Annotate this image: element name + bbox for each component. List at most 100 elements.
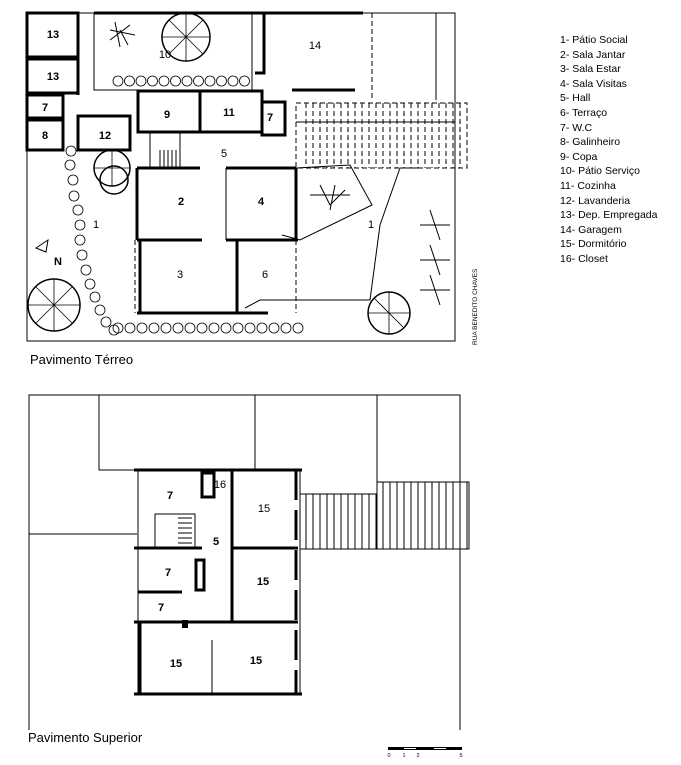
legend-item: 12- Lavanderia <box>560 194 631 207</box>
room-7-wc <box>25 93 65 120</box>
scale-bar: 0 1 2 5 <box>387 747 463 759</box>
legend-item: 16- Closet <box>560 252 608 265</box>
stepping-stone <box>72 204 84 216</box>
upper-boundary <box>28 394 461 730</box>
room-12 <box>76 114 132 152</box>
stepping-stone <box>268 322 280 334</box>
tree-icon <box>27 278 81 332</box>
stepping-stone <box>196 322 208 334</box>
street-label: RUA BENEDITO CHAVES <box>472 268 479 345</box>
svg-text:7: 7 <box>158 602 164 614</box>
svg-text:12: 12 <box>99 130 111 142</box>
stepping-stone <box>220 322 232 334</box>
svg-text:8: 8 <box>42 130 48 142</box>
upper-floor-plan: 7 16 15 5 7 15 7 15 15 <box>28 394 470 730</box>
svg-text:2: 2 <box>416 753 419 759</box>
legend-item: 6- Terraço <box>560 106 608 119</box>
room-16-closet <box>200 471 216 499</box>
legend-item: 8- Galinheiro <box>560 136 621 149</box>
stepping-stone <box>136 322 148 334</box>
svg-text:15: 15 <box>250 655 262 667</box>
svg-text:15: 15 <box>258 503 270 515</box>
svg-text:16: 16 <box>214 479 226 491</box>
stepping-stone <box>256 322 268 334</box>
stepping-stone <box>193 75 204 87</box>
legend-item: 3- Sala Estar <box>560 63 621 76</box>
stepping-stone <box>216 75 227 87</box>
stepping-stone <box>124 75 135 87</box>
plant-icon <box>109 21 450 306</box>
stepping-stone <box>160 322 172 334</box>
stepping-stone <box>64 159 76 171</box>
tree-icon <box>161 12 211 62</box>
legend-item: 1- Pátio Social <box>560 34 628 46</box>
legend: 1- Pátio Social 2- Sala Jantar 3- Sala E… <box>560 33 657 267</box>
svg-text:7: 7 <box>167 490 173 502</box>
svg-text:13: 13 <box>47 71 59 83</box>
legend-item: 9- Copa <box>560 150 598 163</box>
stepping-stone <box>67 174 79 186</box>
stepping-stone <box>172 322 184 334</box>
stepping-stone <box>74 219 86 231</box>
stepping-stone <box>112 322 124 334</box>
stepping-stone <box>244 322 256 334</box>
upper-staircase <box>154 513 196 549</box>
svg-text:2: 2 <box>178 196 184 208</box>
svg-text:14: 14 <box>309 40 321 52</box>
legend-item: 7- W.C <box>560 121 593 134</box>
svg-text:3: 3 <box>177 269 183 281</box>
svg-text:0: 0 <box>387 753 390 759</box>
stepping-stone <box>108 324 120 336</box>
svg-text:4: 4 <box>258 196 265 208</box>
svg-text:1: 1 <box>93 219 99 231</box>
ground-pergola <box>295 102 468 169</box>
svg-text:11: 11 <box>223 107 235 119</box>
svg-text:5: 5 <box>213 536 219 548</box>
legend-item: 4- Sala Visitas <box>560 77 627 90</box>
upper-floor-title: Pavimento Superior <box>28 730 143 745</box>
tree-icon <box>93 149 131 195</box>
legend-item: 15- Dormitório <box>560 238 627 251</box>
stepping-stone <box>280 322 292 334</box>
stepping-stone <box>80 264 92 276</box>
stepping-stone <box>170 75 181 87</box>
legend-item: 10- Pátio Serviço <box>560 165 640 178</box>
stepping-stone <box>68 190 80 202</box>
room-8 <box>25 118 65 152</box>
stepping-stone <box>112 75 124 87</box>
stepping-stone <box>232 322 244 334</box>
svg-text:6: 6 <box>262 269 268 281</box>
stepping-stone <box>76 249 88 261</box>
legend-item: 11- Cozinha <box>560 179 616 192</box>
svg-text:7: 7 <box>42 102 48 114</box>
legend-item: 2- Sala Jantar <box>560 48 626 61</box>
stepping-stone <box>74 234 86 246</box>
ground-floor-plan: N 13 13 7 8 12 10 14 9 11 7 5 2 4 3 6 1 … <box>25 11 479 345</box>
ground-floor-title: Pavimento Térreo <box>30 352 134 367</box>
stepping-stone <box>147 75 158 87</box>
north-arrow-icon <box>34 238 49 253</box>
stepping-stone <box>84 278 96 290</box>
legend-item: 5- Hall <box>560 92 591 105</box>
legend-item: 13- Dep. Empregada <box>560 209 658 222</box>
upper-room-labels: 7 16 15 5 7 15 7 15 15 <box>158 479 270 670</box>
svg-text:1: 1 <box>402 753 405 759</box>
stepping-stone <box>94 304 106 316</box>
stepping-stone <box>292 322 304 334</box>
svg-text:15: 15 <box>170 658 182 670</box>
stepping-stone <box>100 316 112 328</box>
stepping-stone <box>239 75 250 87</box>
tree-icon <box>367 291 411 335</box>
north-label: N <box>54 256 62 268</box>
stepping-stone <box>184 322 196 334</box>
svg-text:10: 10 <box>159 49 171 61</box>
svg-text:13: 13 <box>47 29 59 41</box>
svg-text:9: 9 <box>164 109 170 121</box>
stepping-stone <box>65 145 77 157</box>
stepping-stone <box>158 75 170 87</box>
stepping-stone <box>204 75 216 87</box>
svg-text:15: 15 <box>257 576 269 588</box>
room-7-ground <box>260 100 287 137</box>
stepping-stone <box>227 75 239 87</box>
